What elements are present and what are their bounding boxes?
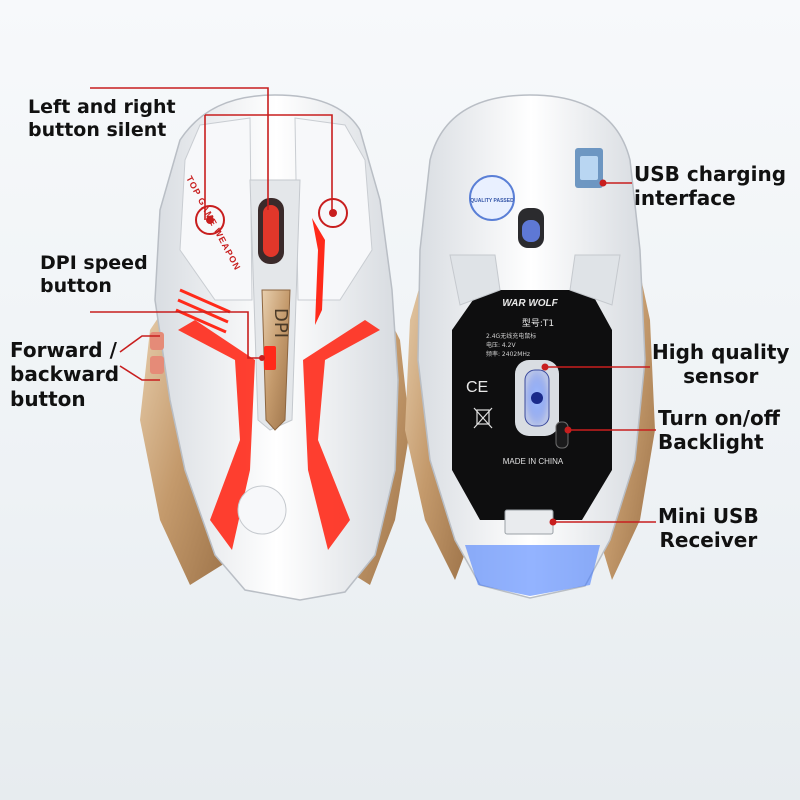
seal-text: QUALITY PASSED <box>470 198 514 204</box>
backlight-switch <box>555 421 569 449</box>
mouse-top-view: TOP GAME WEAPON DPI <box>140 94 410 601</box>
label-receiver: Mini USB Receiver <box>658 504 759 553</box>
made-in-china: MADE IN CHINA <box>503 457 564 466</box>
red-led-right <box>303 320 380 550</box>
right-button-marker <box>318 198 348 228</box>
label-dpi-speed: DPI speed button <box>40 252 148 298</box>
label-forward-backward: Forward / backward button <box>10 338 120 411</box>
dpi-button-led <box>264 346 276 370</box>
logo-circle <box>237 485 287 535</box>
receiver-slot <box>504 509 554 535</box>
red-led-left <box>178 320 255 550</box>
left-button-shell <box>179 117 253 301</box>
model-text: 型号:T1 <box>522 318 554 329</box>
red-stripe-side <box>312 218 325 325</box>
quality-seal <box>469 175 515 221</box>
callout-dots <box>259 179 607 526</box>
spec-line-3: 频率: 2402MHz <box>486 350 530 358</box>
right-button-shell <box>294 117 373 301</box>
mouse-bottom-view: QUALITY PASSED WAR WOLF 型号:T1 2.4G无线充电鼠标… <box>405 94 655 599</box>
label-usb-charging: USB charging interface <box>634 162 787 211</box>
label-backlight: Turn on/off Backlight <box>658 406 780 455</box>
brand-text: WAR WOLF <box>502 298 558 309</box>
weee-bin-icon <box>473 407 493 429</box>
ce-mark: CE <box>466 379 488 396</box>
label-sensor: High quality sensor <box>652 340 790 389</box>
left-button-marker <box>195 205 225 235</box>
side-button-forward <box>150 332 164 350</box>
dpi-text: DPI <box>270 308 291 338</box>
spec-line-1: 2.4G无线充电鼠标 <box>486 332 536 340</box>
side-button-backward <box>150 356 164 374</box>
spec-line-2: 电压: 4.2V <box>486 341 516 349</box>
label-left-right-silent: Left and right button silent <box>28 96 176 142</box>
callout-lines <box>90 87 656 523</box>
